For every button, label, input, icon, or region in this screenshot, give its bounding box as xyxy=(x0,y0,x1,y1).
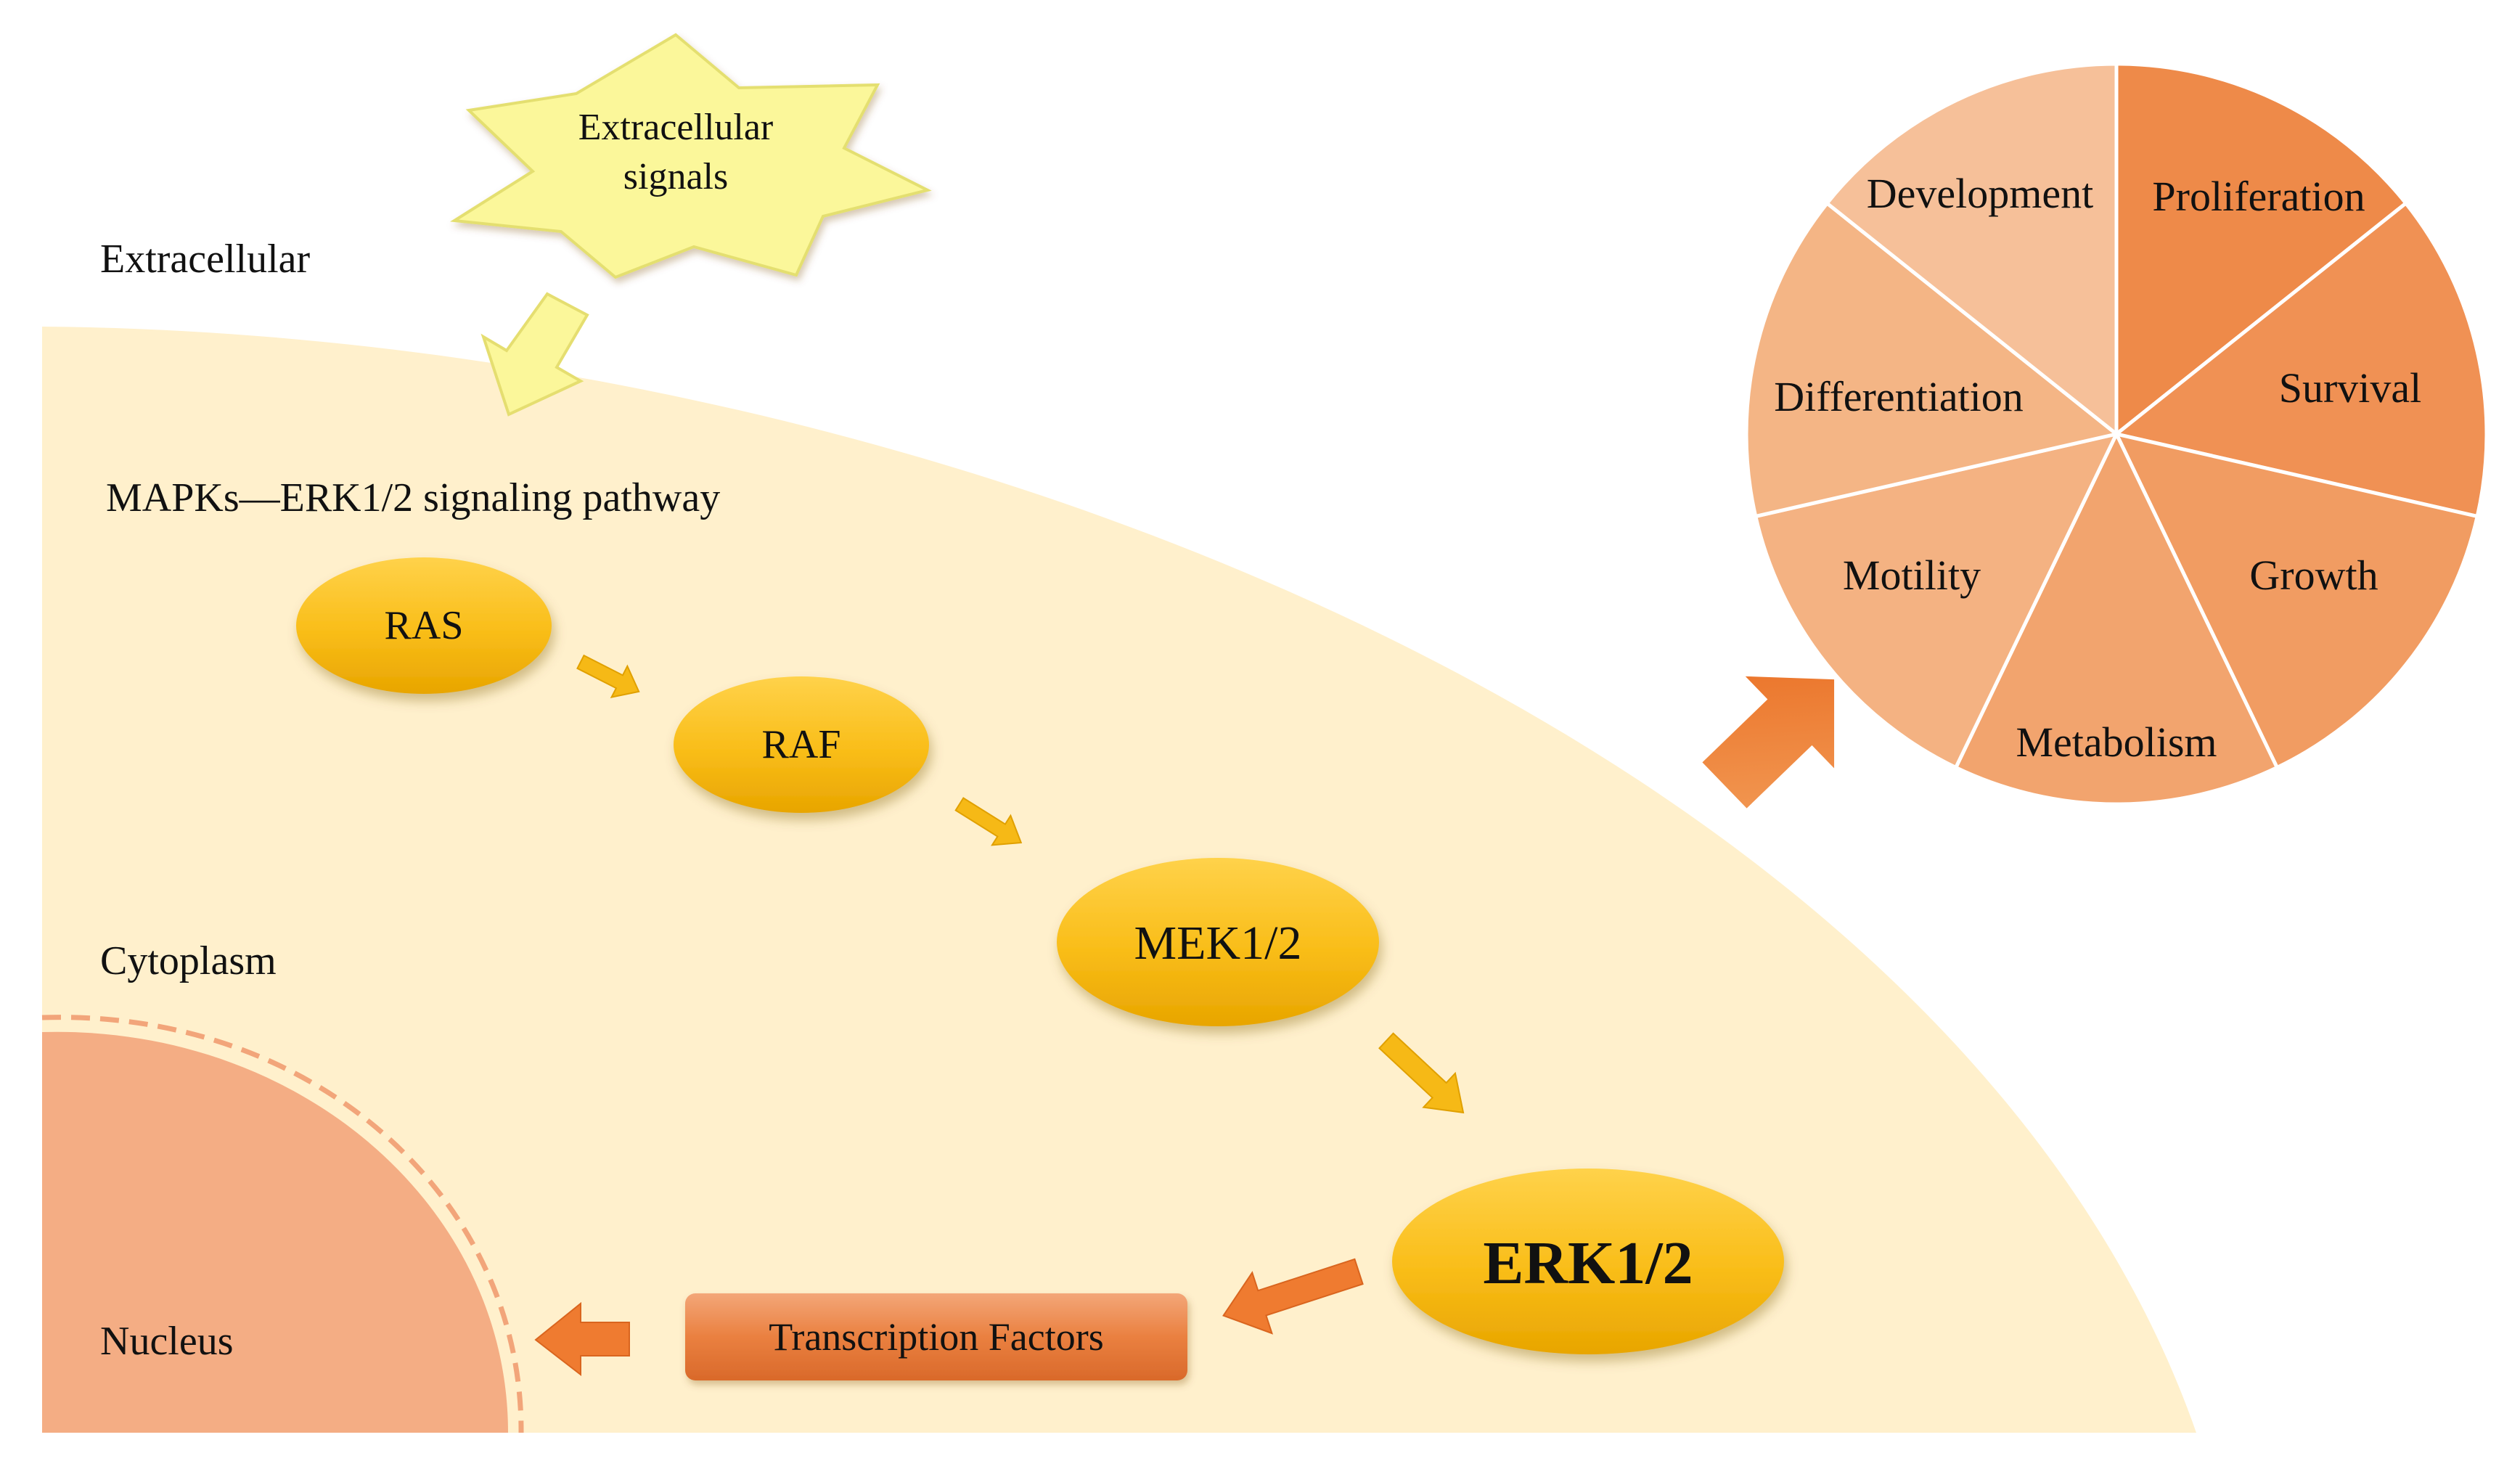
signal-label-line1: Extracellular xyxy=(578,107,774,148)
raf-to-mek-arrow xyxy=(954,797,1023,846)
mek-label: MEK1/2 xyxy=(1134,917,1302,970)
pie-slice-development xyxy=(1824,62,2119,438)
pie-slice-growth xyxy=(2113,431,2480,770)
pathway-title: MAPKs—ERK1/2 signaling pathway xyxy=(106,475,720,520)
pie-slice-proliferation xyxy=(2114,62,2409,438)
nucleus-label: Nucleus xyxy=(100,1319,234,1364)
pie-label-motility: Motility xyxy=(1843,552,1981,599)
cytoplasm-label: Cytoplasm xyxy=(100,938,277,983)
erk-node xyxy=(1392,1169,1784,1354)
ras-to-raf-arrow xyxy=(576,654,640,699)
extracellular-label: Extracellular xyxy=(100,237,311,282)
pie-label-growth: Growth xyxy=(2249,552,2378,599)
raf-node xyxy=(674,676,929,813)
extracellular-signal-star xyxy=(450,33,932,279)
signal-entry-arrow xyxy=(480,292,589,417)
transcription-factors-box xyxy=(685,1293,1187,1380)
pie-label-development: Development xyxy=(1867,170,2093,217)
pie-slice-differentiation xyxy=(1744,200,2121,519)
mek-node xyxy=(1057,858,1379,1026)
tf-to-nucleus-arrow xyxy=(534,1301,630,1377)
outcomes-arrow xyxy=(1702,676,1835,809)
pie-label-survival: Survival xyxy=(2279,364,2422,412)
pie-slice-metabolism xyxy=(1953,430,2280,806)
ras-node xyxy=(296,557,552,694)
pie-label-metabolism: Metabolism xyxy=(2016,719,2217,766)
pie-label-proliferation: Proliferation xyxy=(2152,173,2365,220)
signal-label-line2: signals xyxy=(623,156,728,197)
erk-to-tf-arrow xyxy=(1222,1258,1364,1335)
erk-label: ERK1/2 xyxy=(1483,1229,1693,1297)
pie-slice-survival xyxy=(2112,200,2489,519)
nucleus xyxy=(42,1031,508,1433)
pie-slice-motility xyxy=(1753,431,2120,770)
transcription-factors-label: Transcription Factors xyxy=(769,1315,1103,1359)
ras-label: RAS xyxy=(385,603,464,648)
mek-to-erk-arrow xyxy=(1378,1032,1465,1114)
pie-label-differentiation: Differentiation xyxy=(1774,373,2024,420)
raf-label: RAF xyxy=(762,722,841,767)
